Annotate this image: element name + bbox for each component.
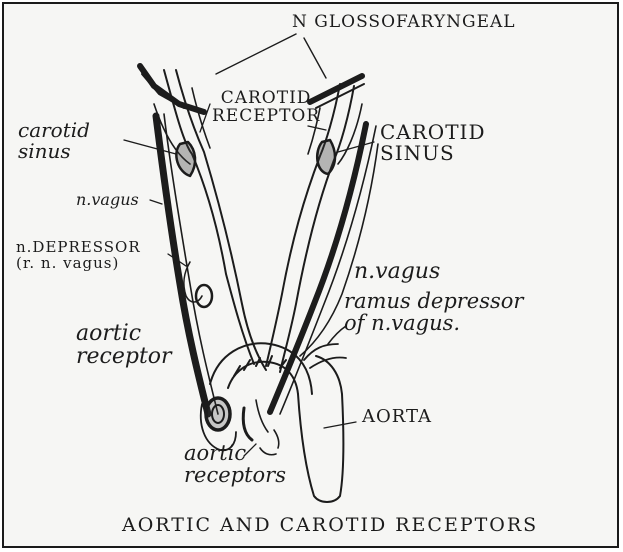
diagram-frame: N GLOSSOFARYNGEAL CAROTID RECEPTOR carot… — [2, 2, 619, 548]
depressor-nerve-left — [184, 262, 202, 302]
label-aortic-receptors: aortic receptors — [184, 442, 286, 486]
aortic-receptor-body — [206, 398, 230, 430]
glossopharyngeal-pointer-right — [304, 38, 326, 78]
glossopharyngeal-nerve-left — [140, 66, 204, 112]
carotid-sinus-left-bulb — [176, 142, 195, 176]
carotid-sinus-right-bulb — [317, 140, 335, 174]
carotid-receptor-pointer-right — [308, 126, 326, 130]
label-n-depressor: n.DEPRESSOR (r. n. vagus) — [16, 240, 141, 272]
caption: AORTIC AND CAROTID RECEPTORS — [122, 516, 538, 536]
label-carotid-sinus-right: CAROTID SINUS — [380, 122, 485, 164]
aorta-pointer — [324, 422, 356, 428]
label-ramus-depressor: ramus depressor of n.vagus. — [344, 290, 523, 334]
label-carotid-receptor: CAROTID RECEPTOR — [212, 90, 320, 126]
label-carotid-sinus-left: carotid sinus — [18, 120, 90, 162]
anatomy-sketch — [4, 4, 619, 548]
label-n-vagus-right: n.vagus — [354, 260, 440, 283]
right-carotid-artery — [266, 84, 340, 366]
descending-aorta — [298, 356, 343, 502]
label-aortic-receptor: aortic receptor — [76, 322, 172, 368]
label-aorta: AORTA — [362, 408, 432, 427]
carotid-sinus-right-pointer — [338, 142, 374, 152]
label-n-glossofaringeal: N GLOSSOFARYNGEAL — [292, 14, 516, 32]
vagus-left-pointer — [150, 200, 162, 204]
glossopharyngeal-pointer-left — [216, 34, 296, 74]
label-n-vagus-left: n.vagus — [76, 192, 139, 209]
